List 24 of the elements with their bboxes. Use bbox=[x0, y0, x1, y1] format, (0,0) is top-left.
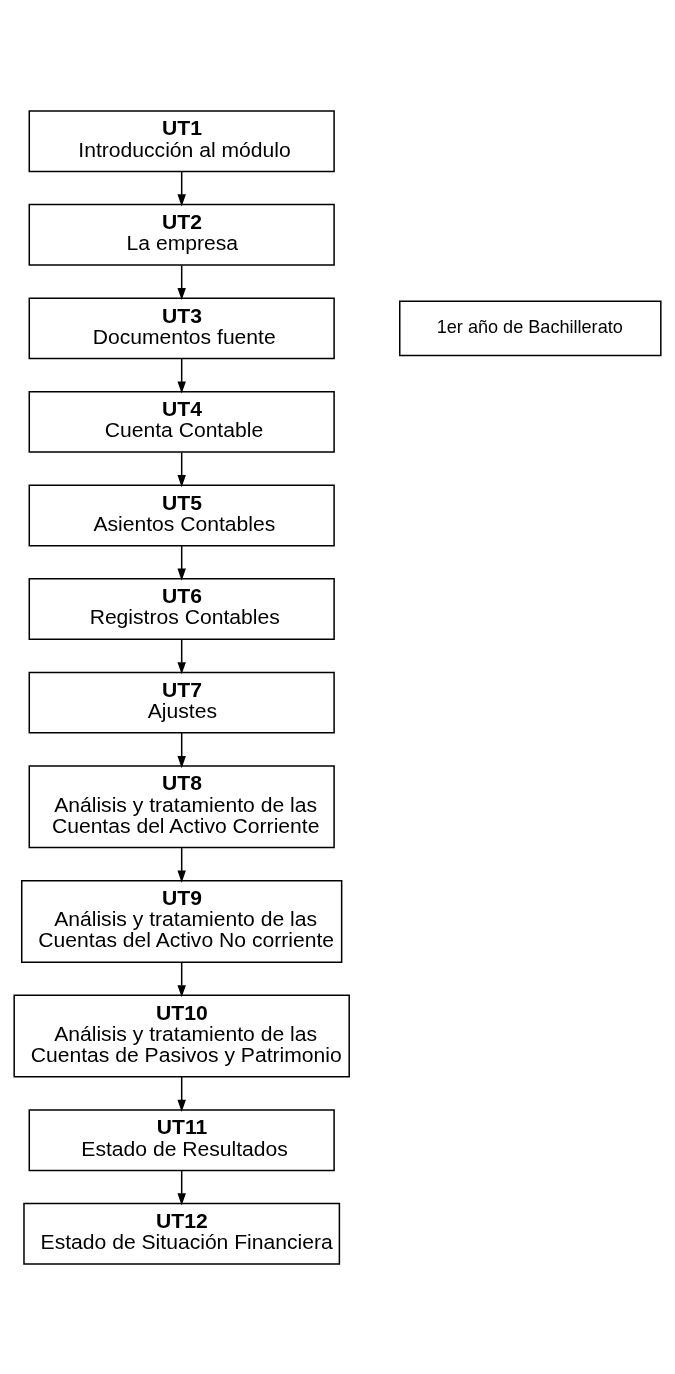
arrow bbox=[177, 961, 186, 997]
arrow bbox=[177, 451, 186, 487]
arrow bbox=[177, 544, 186, 581]
node-box: UT2 La empresa bbox=[28, 203, 335, 266]
arrow bbox=[177, 357, 186, 394]
node-box: UT10 Análisis y tratamiento de las Cuentas de Pasivos y Patrimonio bbox=[13, 994, 350, 1078]
node-box: UT6 Registros Contables bbox=[28, 577, 335, 640]
arrow bbox=[177, 846, 186, 883]
node-box: UT11 Estado de Resultados bbox=[28, 1108, 335, 1171]
arrow bbox=[177, 264, 186, 300]
arrow bbox=[177, 731, 186, 768]
node-box: UT3 Documentos fuente bbox=[28, 296, 335, 359]
node-box: UT4 Cuenta Contable bbox=[28, 390, 335, 453]
node-box: 1er año de Bachillerato bbox=[399, 299, 662, 356]
node-box: UT1 Introducción al módulo bbox=[28, 109, 335, 172]
node-box: UT5 Asientos Contables bbox=[28, 484, 335, 546]
node-box: UT12 Estado de Situación Financiera bbox=[23, 1202, 341, 1265]
node-box: UT9 Análisis y tratamiento de las Cuentas del Activo No corriente bbox=[20, 879, 343, 963]
arrow bbox=[177, 638, 186, 674]
arrow bbox=[177, 1075, 186, 1112]
node-box: UT7 Ajustes bbox=[28, 671, 335, 734]
arrow bbox=[177, 170, 186, 206]
arrow bbox=[177, 1169, 186, 1205]
node-box: UT8 Análisis y tratamiento de las Cuentas del Activo Corriente bbox=[28, 764, 335, 848]
